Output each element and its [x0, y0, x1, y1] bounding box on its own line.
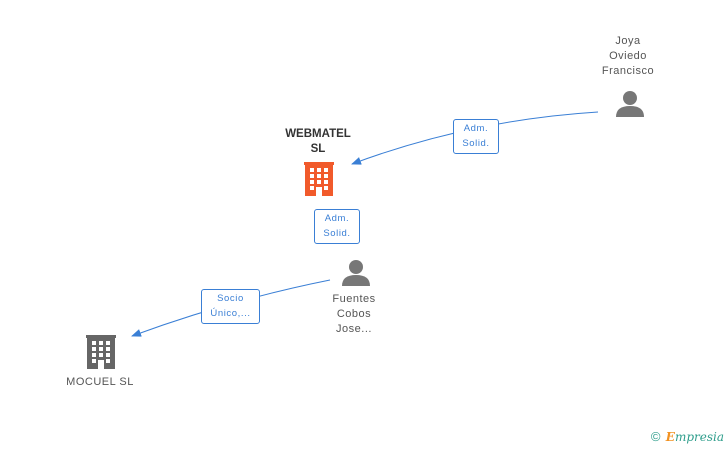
copyright-symbol: © [650, 429, 661, 444]
edge-label-line: Solid. [323, 228, 351, 239]
person-name-fuentes[interactable]: Fuentes Cobos Jose... [312, 292, 396, 337]
building-icon[interactable] [86, 335, 116, 374]
edge-label-fuentes-mocuel[interactable]: Socio Único,... [201, 289, 260, 324]
person-icon[interactable] [615, 89, 645, 122]
person-name-line: Oviedo [609, 50, 647, 62]
empresia-logo[interactable]: © Empresia [651, 429, 724, 444]
edge-label-line: Solid. [462, 138, 490, 149]
person-name-joya[interactable]: Joya Oviedo Francisco [588, 34, 668, 79]
company-name-mocuel[interactable]: MOCUEL SL [58, 375, 142, 390]
edge-label-line: Adm. [463, 123, 489, 134]
edge-label-line: Socio [217, 293, 244, 304]
company-name-webmatel[interactable]: WEBMATEL SL [276, 127, 360, 157]
person-name-line: Joya [615, 35, 641, 47]
brand-initial: E [665, 430, 675, 444]
company-name-line: WEBMATEL [285, 128, 351, 140]
person-name-line: Cobos [336, 308, 372, 320]
edge-label-fuentes-webmatel[interactable]: Adm. Solid. [314, 209, 360, 244]
person-name-line: Jose... [336, 323, 372, 335]
person-icon[interactable] [341, 258, 371, 291]
edge-label-line: Único,... [210, 308, 251, 319]
building-icon[interactable] [304, 162, 334, 201]
person-name-line: Francisco [601, 65, 655, 77]
brand-name: mpresia [674, 430, 724, 444]
company-name-line: MOCUEL SL [66, 376, 134, 388]
edge-label-joya-webmatel[interactable]: Adm. Solid. [453, 119, 499, 154]
edge-label-line: Adm. [324, 213, 350, 224]
company-name-line: SL [310, 143, 326, 155]
person-name-line: Fuentes [332, 293, 376, 305]
